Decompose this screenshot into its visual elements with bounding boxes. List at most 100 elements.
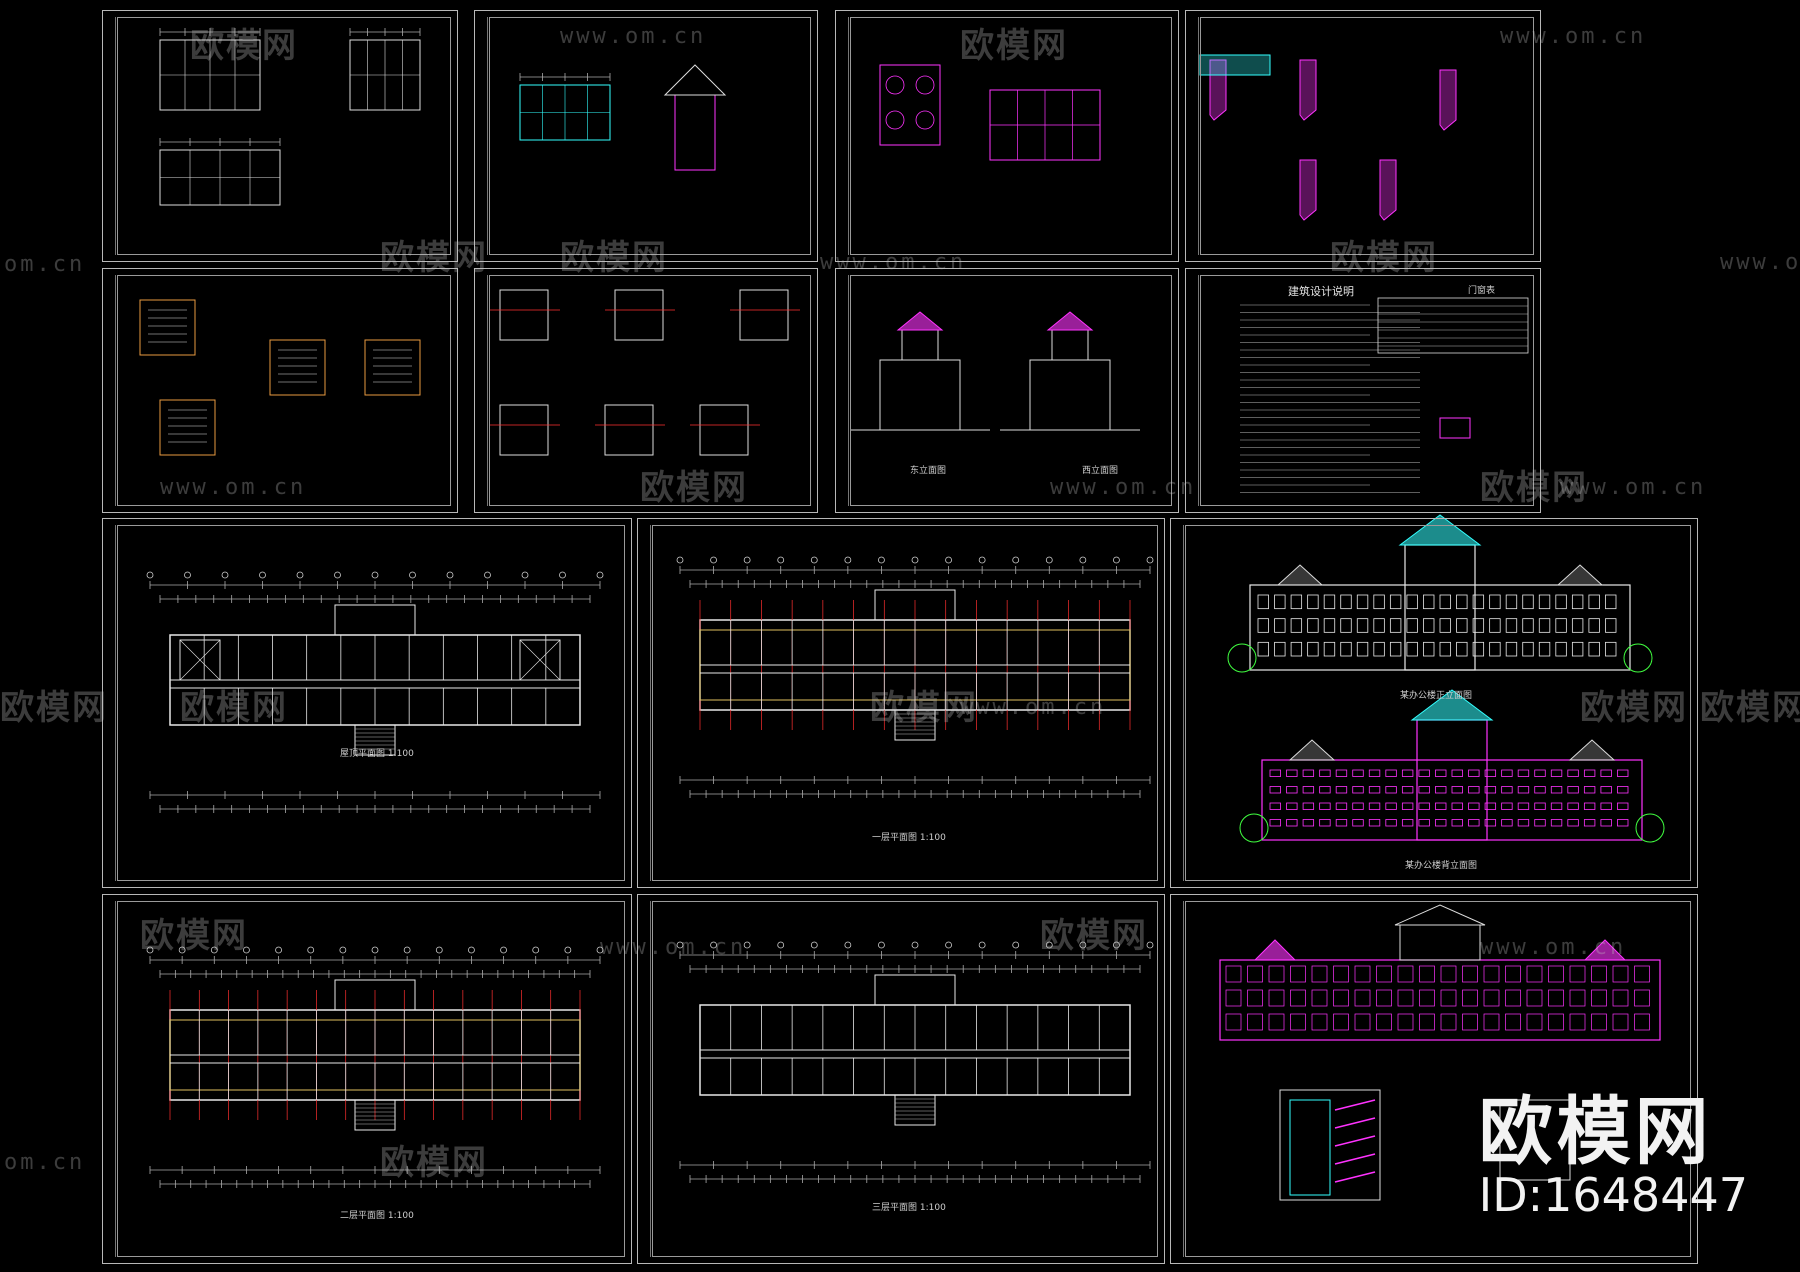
window bbox=[1335, 786, 1348, 794]
window bbox=[1484, 786, 1497, 794]
window bbox=[1385, 819, 1397, 827]
window bbox=[1401, 819, 1414, 827]
window bbox=[1406, 641, 1418, 657]
stair-plan bbox=[269, 339, 326, 396]
axis-bubble bbox=[777, 556, 785, 564]
window bbox=[1385, 769, 1397, 777]
stair-block bbox=[354, 1099, 396, 1131]
section-window bbox=[1333, 989, 1349, 1007]
axis-bubble bbox=[1079, 941, 1087, 949]
section-window bbox=[1440, 965, 1457, 983]
window bbox=[1522, 618, 1534, 633]
window bbox=[1522, 594, 1534, 610]
caption-roof-plan: 屋顶平面图 1:100 bbox=[340, 749, 414, 759]
drawing-sheet-14 bbox=[1170, 894, 1698, 1264]
window bbox=[1352, 819, 1364, 827]
axis-bubble bbox=[676, 941, 684, 949]
window bbox=[1389, 594, 1402, 610]
axis-bubble bbox=[743, 556, 751, 564]
section-window bbox=[1483, 1013, 1500, 1031]
caption-back-elevation: 某办公楼背立面图 bbox=[1405, 861, 1478, 871]
window bbox=[1550, 802, 1563, 810]
section-window bbox=[1483, 965, 1500, 983]
sheet-border bbox=[1185, 901, 1691, 1257]
watermark-url: www.om.cn bbox=[1480, 935, 1627, 960]
section-window bbox=[1462, 989, 1478, 1007]
watermark-text: 欧模网 bbox=[140, 916, 248, 956]
window bbox=[1583, 802, 1596, 810]
section-window bbox=[1376, 1013, 1392, 1031]
entrance-block bbox=[334, 604, 416, 636]
window bbox=[1319, 786, 1331, 794]
window bbox=[1517, 769, 1530, 777]
sheet-border bbox=[1200, 17, 1534, 255]
window bbox=[1538, 618, 1551, 633]
window bbox=[1373, 641, 1385, 657]
section-window bbox=[1548, 1013, 1564, 1031]
window bbox=[1588, 618, 1600, 633]
stair-flight bbox=[1334, 1117, 1376, 1129]
title-strip bbox=[838, 17, 849, 255]
title-strip bbox=[477, 17, 488, 255]
window bbox=[1534, 769, 1546, 777]
axis-bubble bbox=[178, 946, 186, 954]
stair-detail bbox=[614, 289, 664, 341]
window bbox=[1550, 786, 1563, 794]
section-window bbox=[1634, 965, 1650, 983]
watermark-url: www.om.cn bbox=[560, 24, 707, 49]
stair-detail bbox=[499, 404, 549, 456]
window bbox=[1257, 641, 1269, 657]
window bbox=[1302, 786, 1315, 794]
window bbox=[1538, 594, 1551, 610]
section-window bbox=[1268, 989, 1285, 1007]
ceiling-light bbox=[915, 110, 935, 130]
window bbox=[1501, 802, 1513, 810]
axis-bubble bbox=[844, 941, 852, 949]
window bbox=[1290, 594, 1303, 610]
window bbox=[1489, 641, 1501, 657]
window bbox=[1605, 594, 1617, 610]
entrance-block bbox=[334, 979, 416, 1011]
section-roof bbox=[1253, 939, 1297, 961]
gable-roof bbox=[663, 64, 727, 96]
tower-roof bbox=[1410, 689, 1494, 721]
watermark-text: 欧模网 bbox=[560, 238, 668, 278]
axis-bubble bbox=[484, 571, 491, 579]
sheet-border bbox=[489, 17, 811, 255]
axis-bubble bbox=[945, 941, 952, 949]
drawing-sheet-3 bbox=[835, 10, 1179, 262]
window bbox=[1534, 786, 1546, 794]
section-window bbox=[1526, 965, 1543, 983]
window bbox=[1368, 802, 1381, 810]
sheet-border bbox=[850, 275, 1172, 506]
watermark-text: 欧模网 bbox=[870, 688, 978, 728]
axis-bubble bbox=[710, 556, 717, 564]
window bbox=[1617, 769, 1629, 777]
axis-bubble bbox=[710, 941, 717, 949]
window bbox=[1456, 594, 1468, 610]
window bbox=[1605, 618, 1617, 633]
sheet-border bbox=[1185, 525, 1691, 881]
window bbox=[1307, 641, 1319, 657]
window bbox=[1257, 618, 1269, 633]
window bbox=[1269, 769, 1281, 777]
tree-symbol bbox=[1623, 643, 1653, 673]
watermark-url-short: om.cn bbox=[4, 1150, 86, 1175]
window bbox=[1600, 786, 1612, 794]
window bbox=[1555, 618, 1567, 633]
axis-bubble bbox=[844, 556, 852, 564]
section-window bbox=[1333, 1013, 1349, 1031]
sheet-border bbox=[117, 901, 625, 1257]
window bbox=[1571, 594, 1584, 610]
caption-east-elevation: 东立面图 bbox=[910, 466, 947, 476]
axis-bubble bbox=[1012, 556, 1020, 564]
roof-hatch-box bbox=[179, 639, 221, 681]
window bbox=[1389, 618, 1402, 633]
axis-bubble bbox=[1146, 941, 1154, 949]
watermark-url: www.om.cn bbox=[960, 695, 1107, 720]
window bbox=[1418, 769, 1430, 777]
section-window bbox=[1634, 989, 1650, 1007]
section-window bbox=[1397, 1013, 1414, 1031]
window bbox=[1439, 641, 1451, 657]
